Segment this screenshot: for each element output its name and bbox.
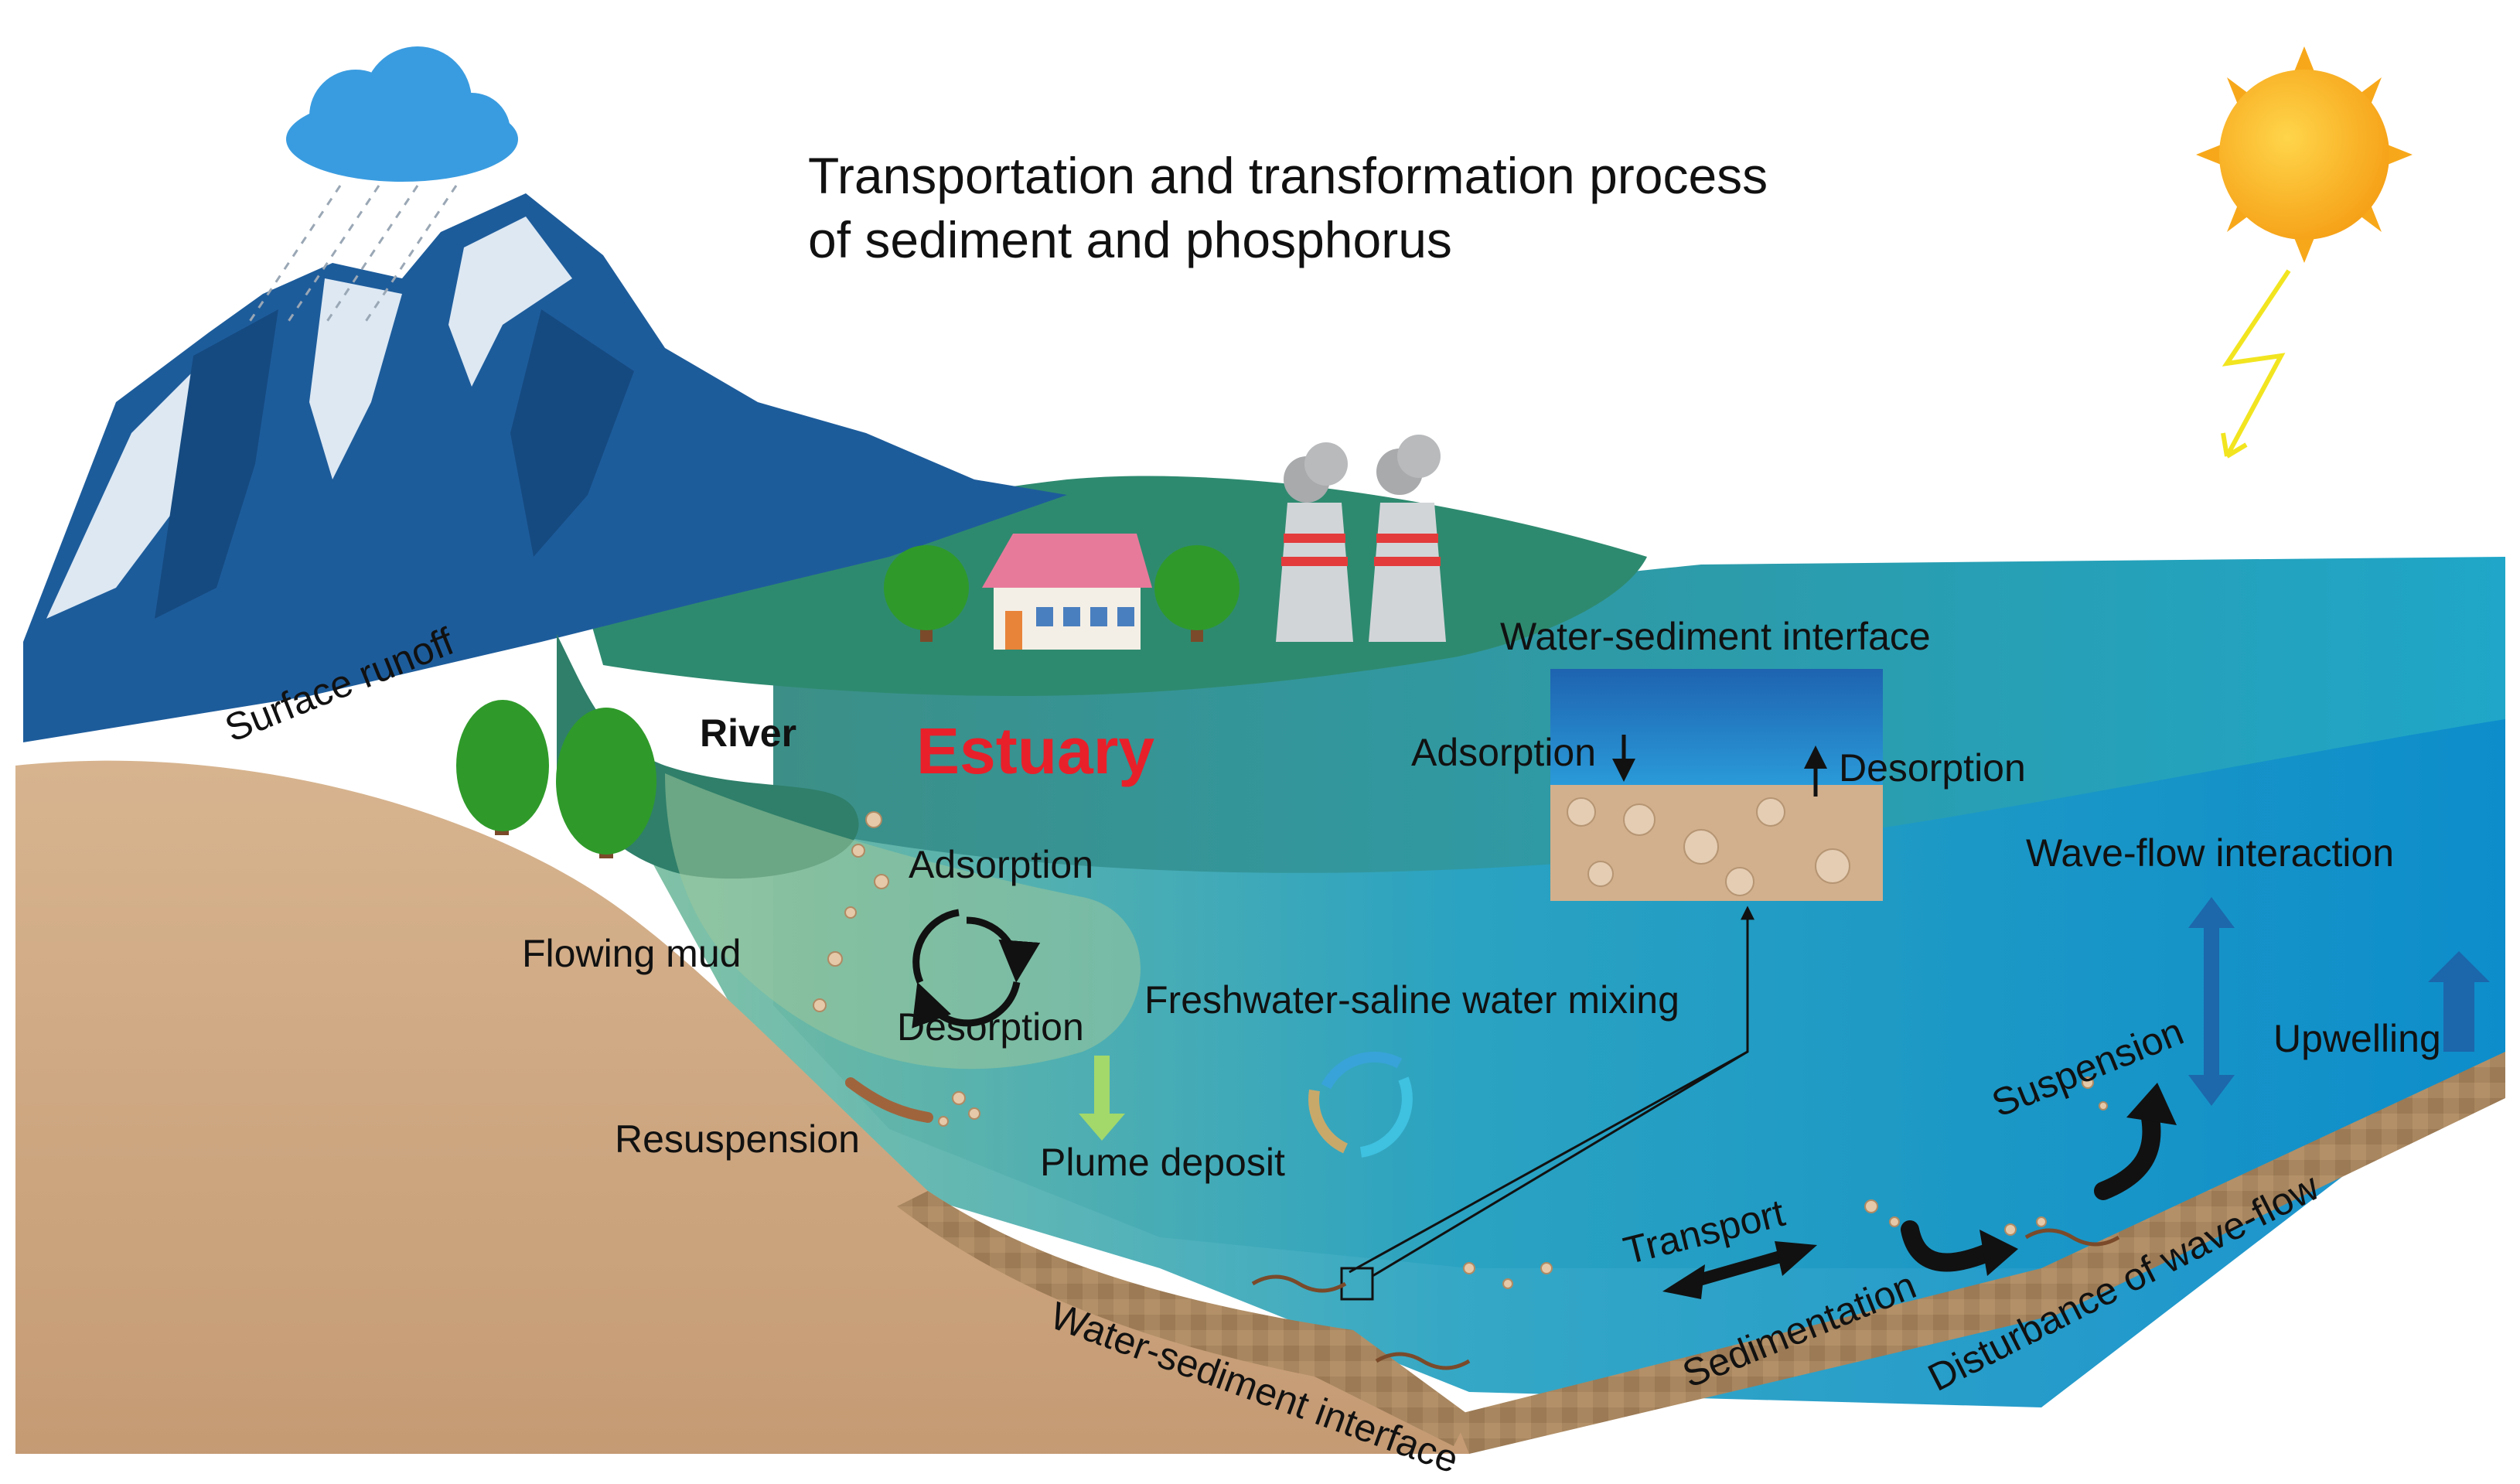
label-inset-desorption: Desorption: [1839, 746, 2026, 790]
label-upwelling: Upwelling: [2273, 1017, 2441, 1060]
sediment-layer: [897, 1191, 1469, 1446]
label-river: River: [700, 711, 796, 755]
resuspension-arrow: [845, 1077, 933, 1123]
ocean-floor-front: [15, 1454, 2505, 1469]
upwelling-arrow: [2428, 951, 2490, 1052]
label-desorption: Desorption: [897, 1005, 1084, 1049]
transport-arrow: [1683, 1247, 1796, 1290]
tree-icon: [884, 545, 969, 642]
sun-icon: [2196, 46, 2413, 263]
house-icon: [982, 534, 1152, 650]
mountain-shadow: [155, 309, 634, 619]
label-water-sediment-interface-top: Water-sediment interface: [1500, 615, 1931, 658]
label-plume-deposit: Plume deposit: [1040, 1141, 1285, 1184]
mountain-snow: [46, 217, 572, 619]
label-mixing: Freshwater-saline water mixing: [1144, 978, 1679, 1022]
tree-icon: [1154, 545, 1240, 642]
label-resuspension: Resuspension: [615, 1117, 860, 1161]
cycle-arrows-icon: [912, 909, 1041, 1029]
label-wave-flow-interaction: Wave-flow interaction: [2026, 831, 2394, 875]
interface-inset: [1550, 669, 1883, 901]
label-flowing-mud: Flowing mud: [522, 932, 741, 975]
tree-icon: [456, 700, 549, 835]
ripple-marks: [1251, 1228, 2120, 1370]
diagram-title-line1: Transportation and transformation proces…: [808, 147, 1768, 204]
lightning-icon: [2221, 269, 2291, 459]
label-adsorption: Adsorption: [909, 843, 1093, 886]
seabed-right: [1454, 1052, 2505, 1454]
label-inset-adsorption: Adsorption: [1411, 731, 1596, 774]
diagram-title-line2: of sediment and phosphorus: [808, 211, 1452, 268]
rain-cloud-icon: [246, 46, 518, 326]
cooling-tower-icon: [1276, 442, 1353, 642]
label-estuary: Estuary: [916, 715, 1154, 787]
sedimentation-arrow: [1901, 1220, 1997, 1272]
plume-deposit-arrow: [1079, 1056, 1125, 1141]
wave-flow-arrow: [2188, 897, 2235, 1106]
sediment-particles: [813, 811, 2108, 1289]
tree-icon: [556, 708, 656, 858]
suspension-arrow: [2094, 1104, 2161, 1200]
cooling-tower-icon: [1369, 435, 1446, 642]
mixing-cycle-icon: [1308, 1051, 1413, 1158]
estuary-plume: [665, 773, 1141, 1070]
